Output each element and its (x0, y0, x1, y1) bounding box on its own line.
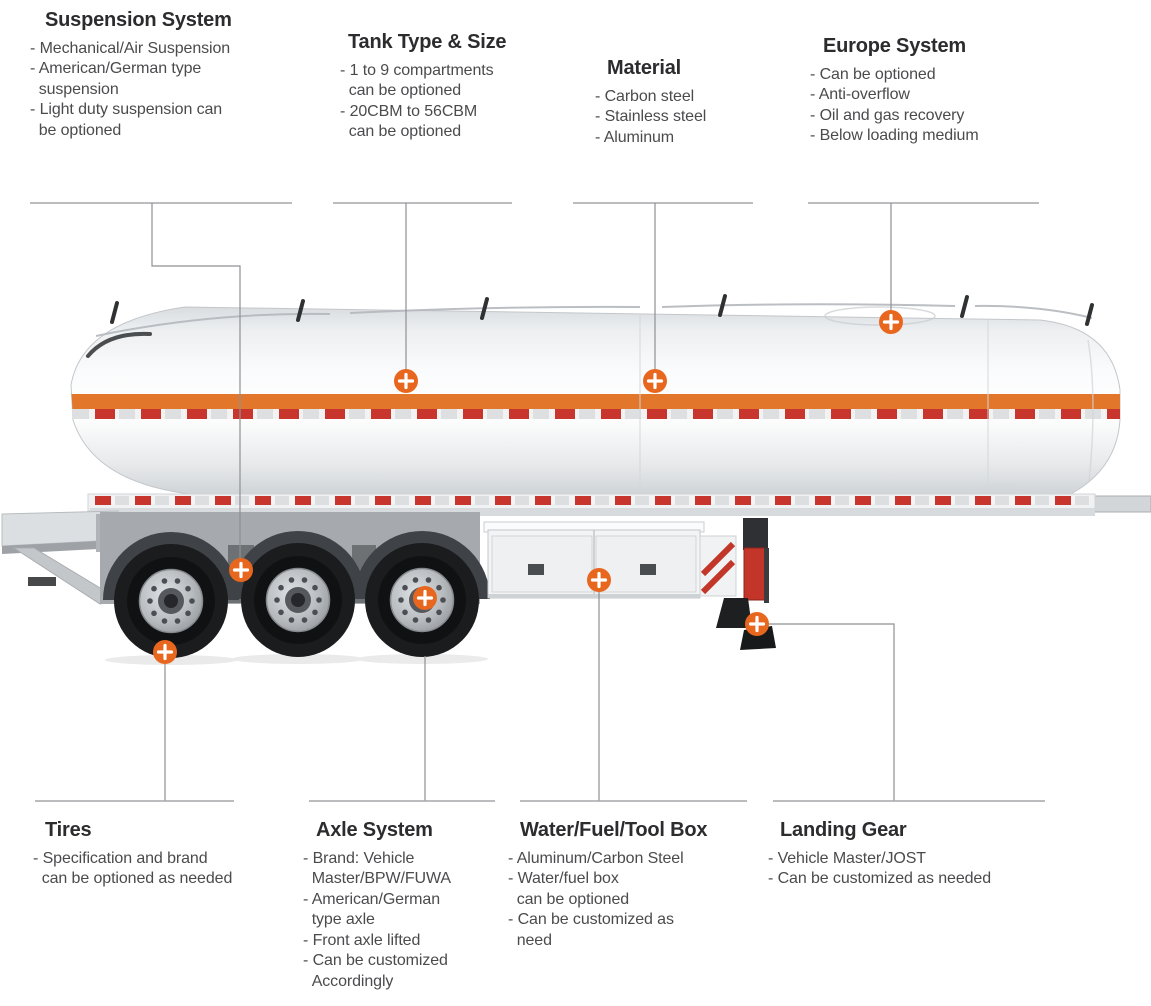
callout-axle-system: Axle System - Brand: Vehicle Master/BPW/… (303, 820, 451, 992)
callout-line: be optioned (30, 121, 122, 139)
chassis-rail (87, 493, 1096, 516)
callout-title: Tank Type & Size (348, 31, 507, 53)
connector-line-landing (757, 623, 895, 801)
callout-line: - Aluminum/Carbon Steel (508, 849, 684, 867)
callout-line: - Carbon steel (595, 87, 695, 105)
callout-title: Tires (45, 819, 92, 841)
callout-line: - Anti-overflow (810, 86, 910, 103)
callout-line: - Mechanical/Air Suspension (30, 39, 231, 57)
plus-marker-europe-system[interactable] (879, 310, 903, 334)
callout-landing-gear: Landing Gear - Vehicle Master/JOST - Can… (768, 820, 991, 890)
callout-line: - 20CBM to 56CBM (340, 102, 478, 120)
callout-line: - American/German type (30, 60, 202, 77)
plus-marker-tank-size[interactable] (394, 369, 418, 393)
callout-tank-type-size: Tank Type & Size - 1 to 9 compartments c… (340, 31, 507, 143)
wheel-shadows (105, 654, 488, 665)
callout-line: - Can be optioned (810, 65, 936, 83)
callout-title: Axle System (316, 819, 433, 841)
callout-line: can be optioned (340, 82, 462, 99)
plus-marker-toolbox[interactable] (587, 568, 611, 592)
plus-marker-landing-gear[interactable] (745, 612, 769, 636)
hotspot-markers (153, 310, 903, 664)
callout-line: - Can be customized (303, 952, 448, 969)
callout-europe-system: Europe System - Can be optioned - Anti-o… (810, 36, 979, 147)
front-hose (86, 331, 152, 358)
callout-line: - Front axle lifted (303, 931, 421, 949)
plus-marker-tires[interactable] (153, 640, 177, 664)
callout-line: - Vehicle Master/JOST (768, 849, 926, 867)
callout-line: suspension (30, 80, 119, 98)
callout-line: - American/German (303, 890, 441, 908)
plus-marker-material[interactable] (643, 369, 667, 393)
callout-line: - Oil and gas recovery (810, 106, 965, 124)
callout-line: type axle (303, 911, 375, 928)
plus-icon (232, 561, 250, 579)
callout-water-fuel-tool-box: Water/Fuel/Tool Box - Aluminum/Carbon St… (508, 819, 708, 951)
callout-line: - Water/fuel box (508, 870, 619, 887)
callout-line: can be optioned (508, 890, 630, 908)
top-fittings (110, 294, 1094, 326)
callout-title: Material (607, 57, 681, 79)
callout-title: Europe System (823, 35, 967, 57)
callout-line: - Can be customized as needed (768, 870, 992, 887)
callout-suspension: Suspension System - Mechanical/Air Suspe… (30, 10, 232, 141)
callout-line: Master/BPW/FUWA (303, 870, 451, 887)
callout-line: - Below loading medium (810, 127, 979, 144)
connector-line-suspension (151, 203, 241, 570)
callout-tires: Tires - Specification and brand can be o… (33, 820, 232, 890)
landing-gear (699, 518, 776, 650)
wheel (113, 543, 229, 659)
callout-line: need (508, 931, 552, 949)
callout-line: Accordingly (303, 972, 394, 990)
toolbox (483, 521, 705, 599)
plus-marker-axle[interactable] (413, 586, 437, 610)
callout-line: - 1 to 9 compartments (340, 61, 494, 79)
callout-line: - Aluminum (595, 128, 675, 146)
callout-title: Suspension System (45, 9, 232, 31)
callout-material: Material - Carbon steel - Stainless stee… (595, 58, 706, 148)
tank-reflective-strip (71, 409, 1120, 419)
tank-orange-stripe (71, 394, 1120, 409)
callout-line: can be optioned as needed (33, 870, 233, 887)
rear-bumper (1089, 495, 1151, 513)
callout-line: - Specification and brand (33, 849, 208, 867)
callout-line: - Can be customized as (508, 911, 674, 928)
callout-title: Landing Gear (780, 819, 907, 841)
callout-line: can be optioned (340, 123, 462, 140)
tank-body (70, 294, 1121, 505)
callout-line: - Light duty suspension can (30, 101, 223, 118)
plus-icon (397, 372, 415, 390)
plus-icon (416, 589, 434, 607)
plus-icon (590, 571, 608, 589)
plus-icon (748, 615, 766, 633)
plus-icon (646, 372, 664, 390)
plus-icon (882, 313, 900, 331)
callout-line: - Brand: Vehicle (303, 849, 415, 867)
callout-title: Water/Fuel/Tool Box (520, 819, 708, 841)
wheel (240, 542, 356, 658)
plus-icon (156, 643, 174, 661)
plus-marker-suspension[interactable] (229, 558, 253, 582)
callout-line: - Stainless steel (595, 108, 707, 125)
